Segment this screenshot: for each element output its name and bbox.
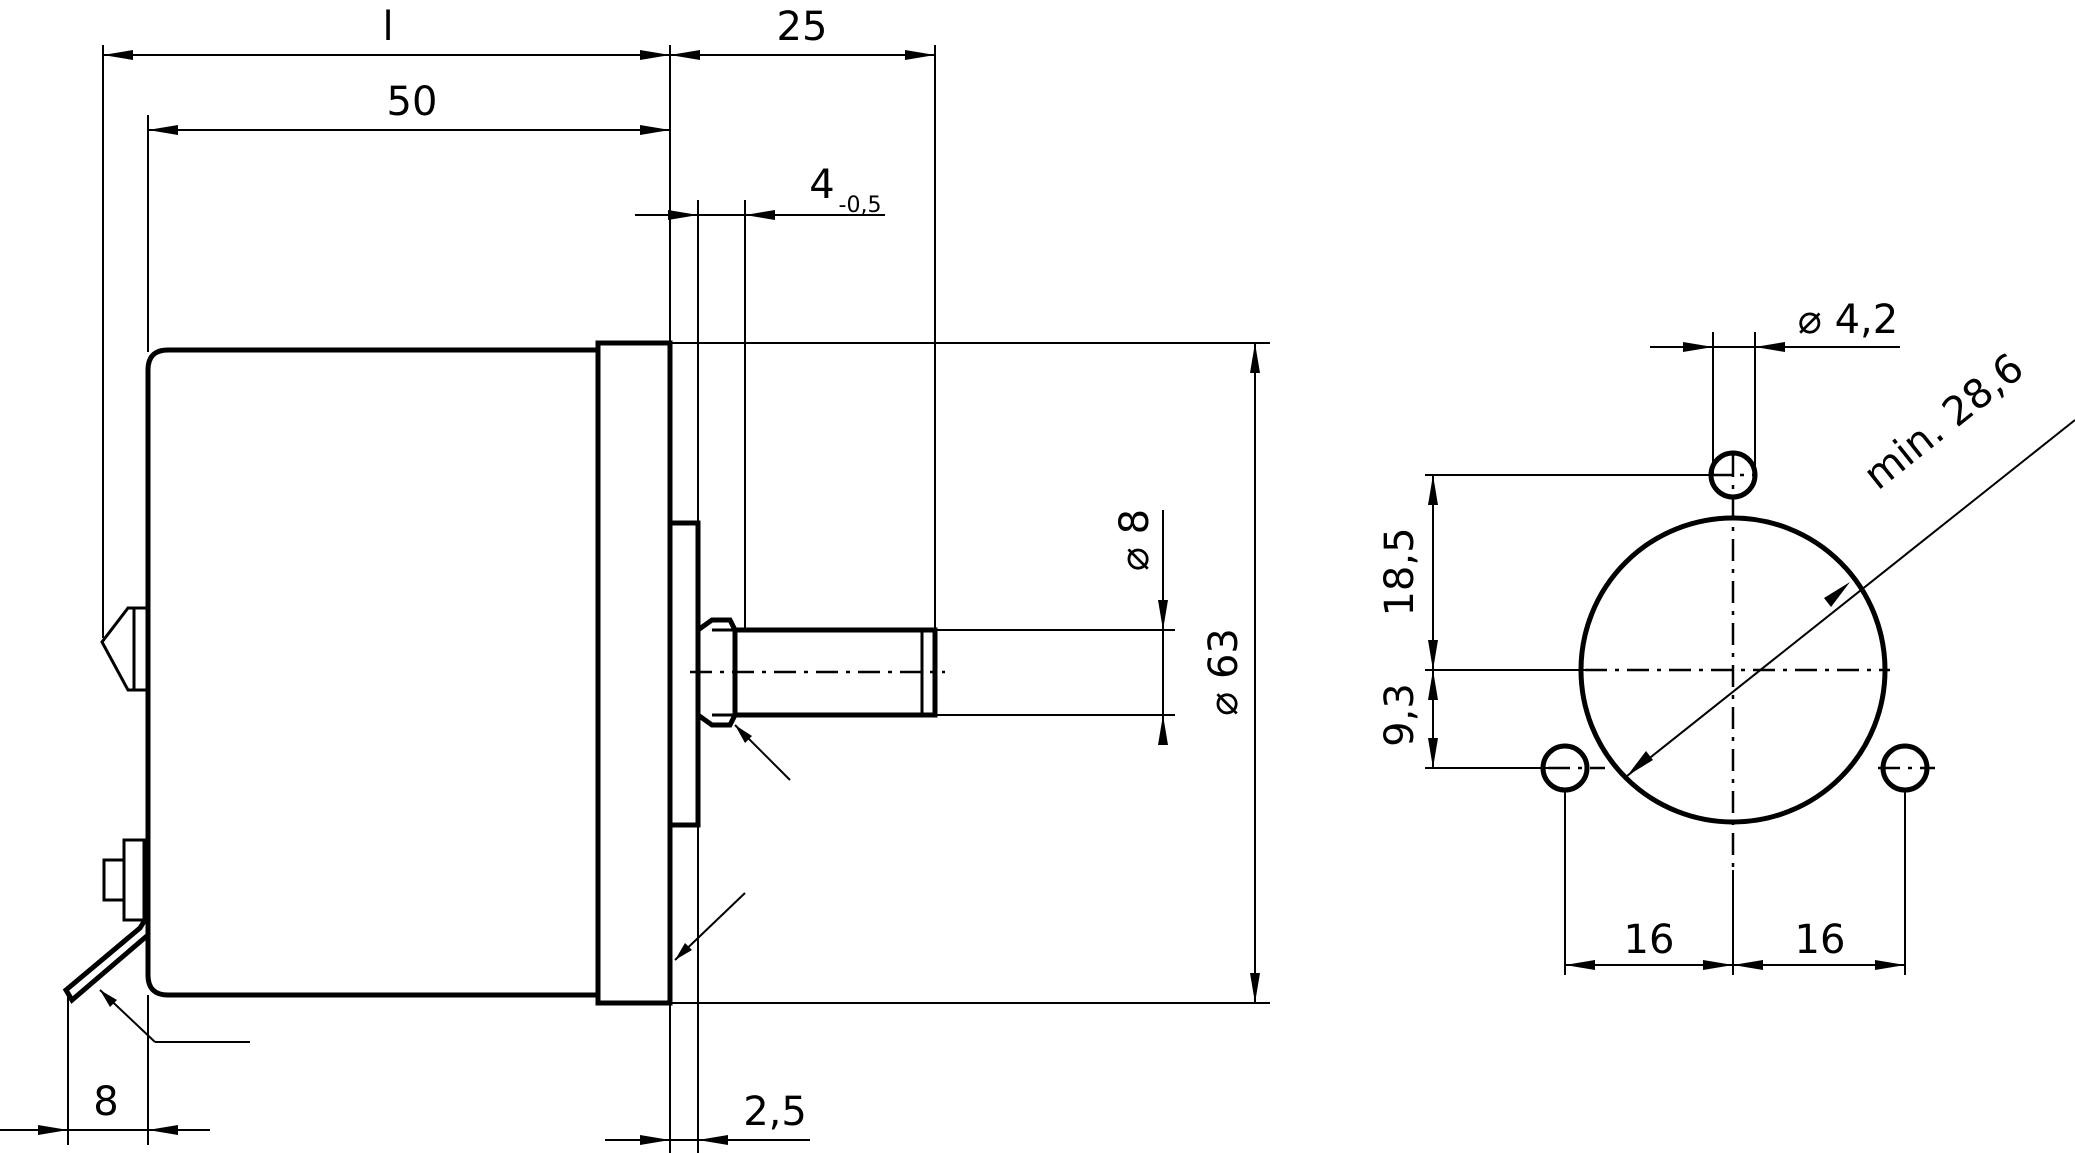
cable-gland — [100, 606, 148, 692]
dim-hole-dia: ⌀ 4,2 — [1798, 297, 1898, 343]
dim-4: 4 — [809, 162, 834, 208]
front-view: ⌀ 4,2 min. 28,6 18,5 9,3 16 16 — [1377, 297, 2075, 975]
motor-body — [145, 347, 600, 998]
dim-25: 25 — [777, 4, 828, 50]
dim-18-5: 18,5 — [1377, 527, 1423, 616]
front-boss — [667, 520, 701, 828]
dim-50: 50 — [387, 79, 438, 125]
mounting-bracket — [62, 913, 151, 1004]
dim-2-5: 2,5 — [743, 1089, 807, 1135]
terminal-bolt — [122, 838, 146, 922]
dim-dia-8: ⌀ 8 — [1112, 509, 1158, 571]
dim-9-3: 9,3 — [1377, 683, 1423, 747]
dim-4-tolerance: -0,5 — [839, 193, 882, 218]
dim-l: l — [382, 4, 393, 50]
dim-16-left: 16 — [1624, 917, 1675, 963]
mounting-flange — [595, 340, 673, 1006]
dim-dia-63: ⌀ 63 — [1201, 628, 1247, 716]
side-view: l 25 50 4 -0,5 ⌀ 8 ⌀ 63 8 — [0, 4, 1270, 1153]
shaft — [735, 627, 938, 718]
dim-8: 8 — [93, 1079, 118, 1125]
dim-16-right: 16 — [1795, 917, 1846, 963]
